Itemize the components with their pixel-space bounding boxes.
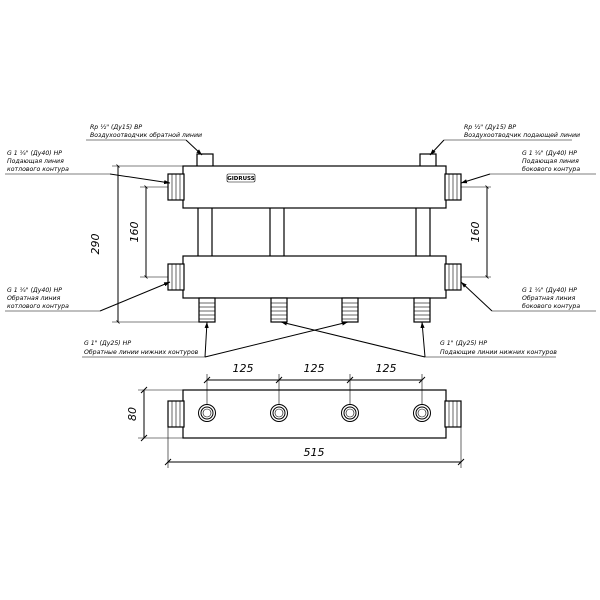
top-dimensions: 125 125 125 80 515 (126, 362, 465, 468)
front-callouts: Rp ½" (Ду15) ВР Воздухоотводчик обратной… (5, 123, 596, 358)
top-port-1 (198, 404, 216, 422)
air-vent-supply-label-1: Rp ½" (Ду15) ВР (464, 123, 516, 131)
supply-side-label-1: G 1 ¼" (Ду40) НР (522, 150, 577, 157)
return-side-label-2: Обратная линия (522, 294, 576, 302)
supply-boiler-label-2: Подающая линия (7, 158, 64, 165)
air-vent-return-label-2: Воздухоотводчик обратной линии (90, 131, 202, 139)
dim-pitch-1: 125 (233, 362, 254, 375)
top-view-body (182, 389, 447, 439)
dim-pitch-3: 125 (376, 362, 397, 375)
brand-plate (226, 173, 256, 183)
return-boiler-label-2: Обратная линия (7, 294, 61, 302)
top-view (167, 389, 462, 439)
connector-pipe-middle (269, 205, 285, 259)
dim-length-515: 515 (304, 446, 325, 459)
front-view: GIDRUSS (167, 153, 462, 323)
air-vent-return-label-1: Rp ½" (Ду15) ВР (90, 123, 142, 131)
brand-logo: GIDRUSS (227, 176, 255, 182)
dim-spacing-left-160: 160 (128, 222, 141, 243)
bottom-outlet-1 (198, 297, 216, 323)
front-dimensions: 290 160 160 (89, 164, 491, 324)
top-port-4 (413, 404, 431, 422)
supply-boiler-label-3: котлового контура (7, 166, 69, 173)
supply-lower-label-1: G 1" (Ду25) НР (440, 340, 487, 347)
dim-depth-80: 80 (126, 407, 139, 421)
return-lower-label-1: G 1" (Ду25) НР (84, 340, 131, 347)
dim-spacing-right-160: 160 (469, 222, 482, 243)
air-vent-supply-label-2: Воздухоотводчик подающей линии (464, 132, 580, 139)
return-boiler-label-3: котлового контура (7, 303, 69, 310)
bottom-outlet-2 (270, 297, 288, 323)
lower-header (182, 255, 447, 299)
return-side-label-1: G 1 ¼" (Ду40) НР (522, 287, 577, 294)
bottom-outlet-3 (341, 297, 359, 323)
return-side-label-3: бокового контура (522, 302, 580, 310)
connector-pipe-left (197, 205, 213, 259)
supply-lower-label-2: Подающие линии нижних контуров (440, 349, 557, 356)
connector-pipe-right (415, 205, 431, 259)
top-port-3 (341, 404, 359, 422)
supply-boiler-label-1: G 1 ¼" (Ду40) НР (7, 150, 62, 157)
upper-header (182, 165, 447, 209)
bottom-outlet-4 (413, 297, 431, 323)
top-port-2 (270, 404, 288, 422)
supply-side-label-2: Подающая линия (522, 158, 579, 165)
return-boiler-label-1: G 1 ¼" (Ду40) НР (7, 287, 62, 294)
return-lower-label-2: Обратные линии нижних контуров (84, 348, 199, 356)
supply-side-label-3: бокового контура (522, 165, 580, 173)
dim-height-290: 290 (89, 234, 102, 255)
dim-pitch-2: 125 (304, 362, 325, 375)
